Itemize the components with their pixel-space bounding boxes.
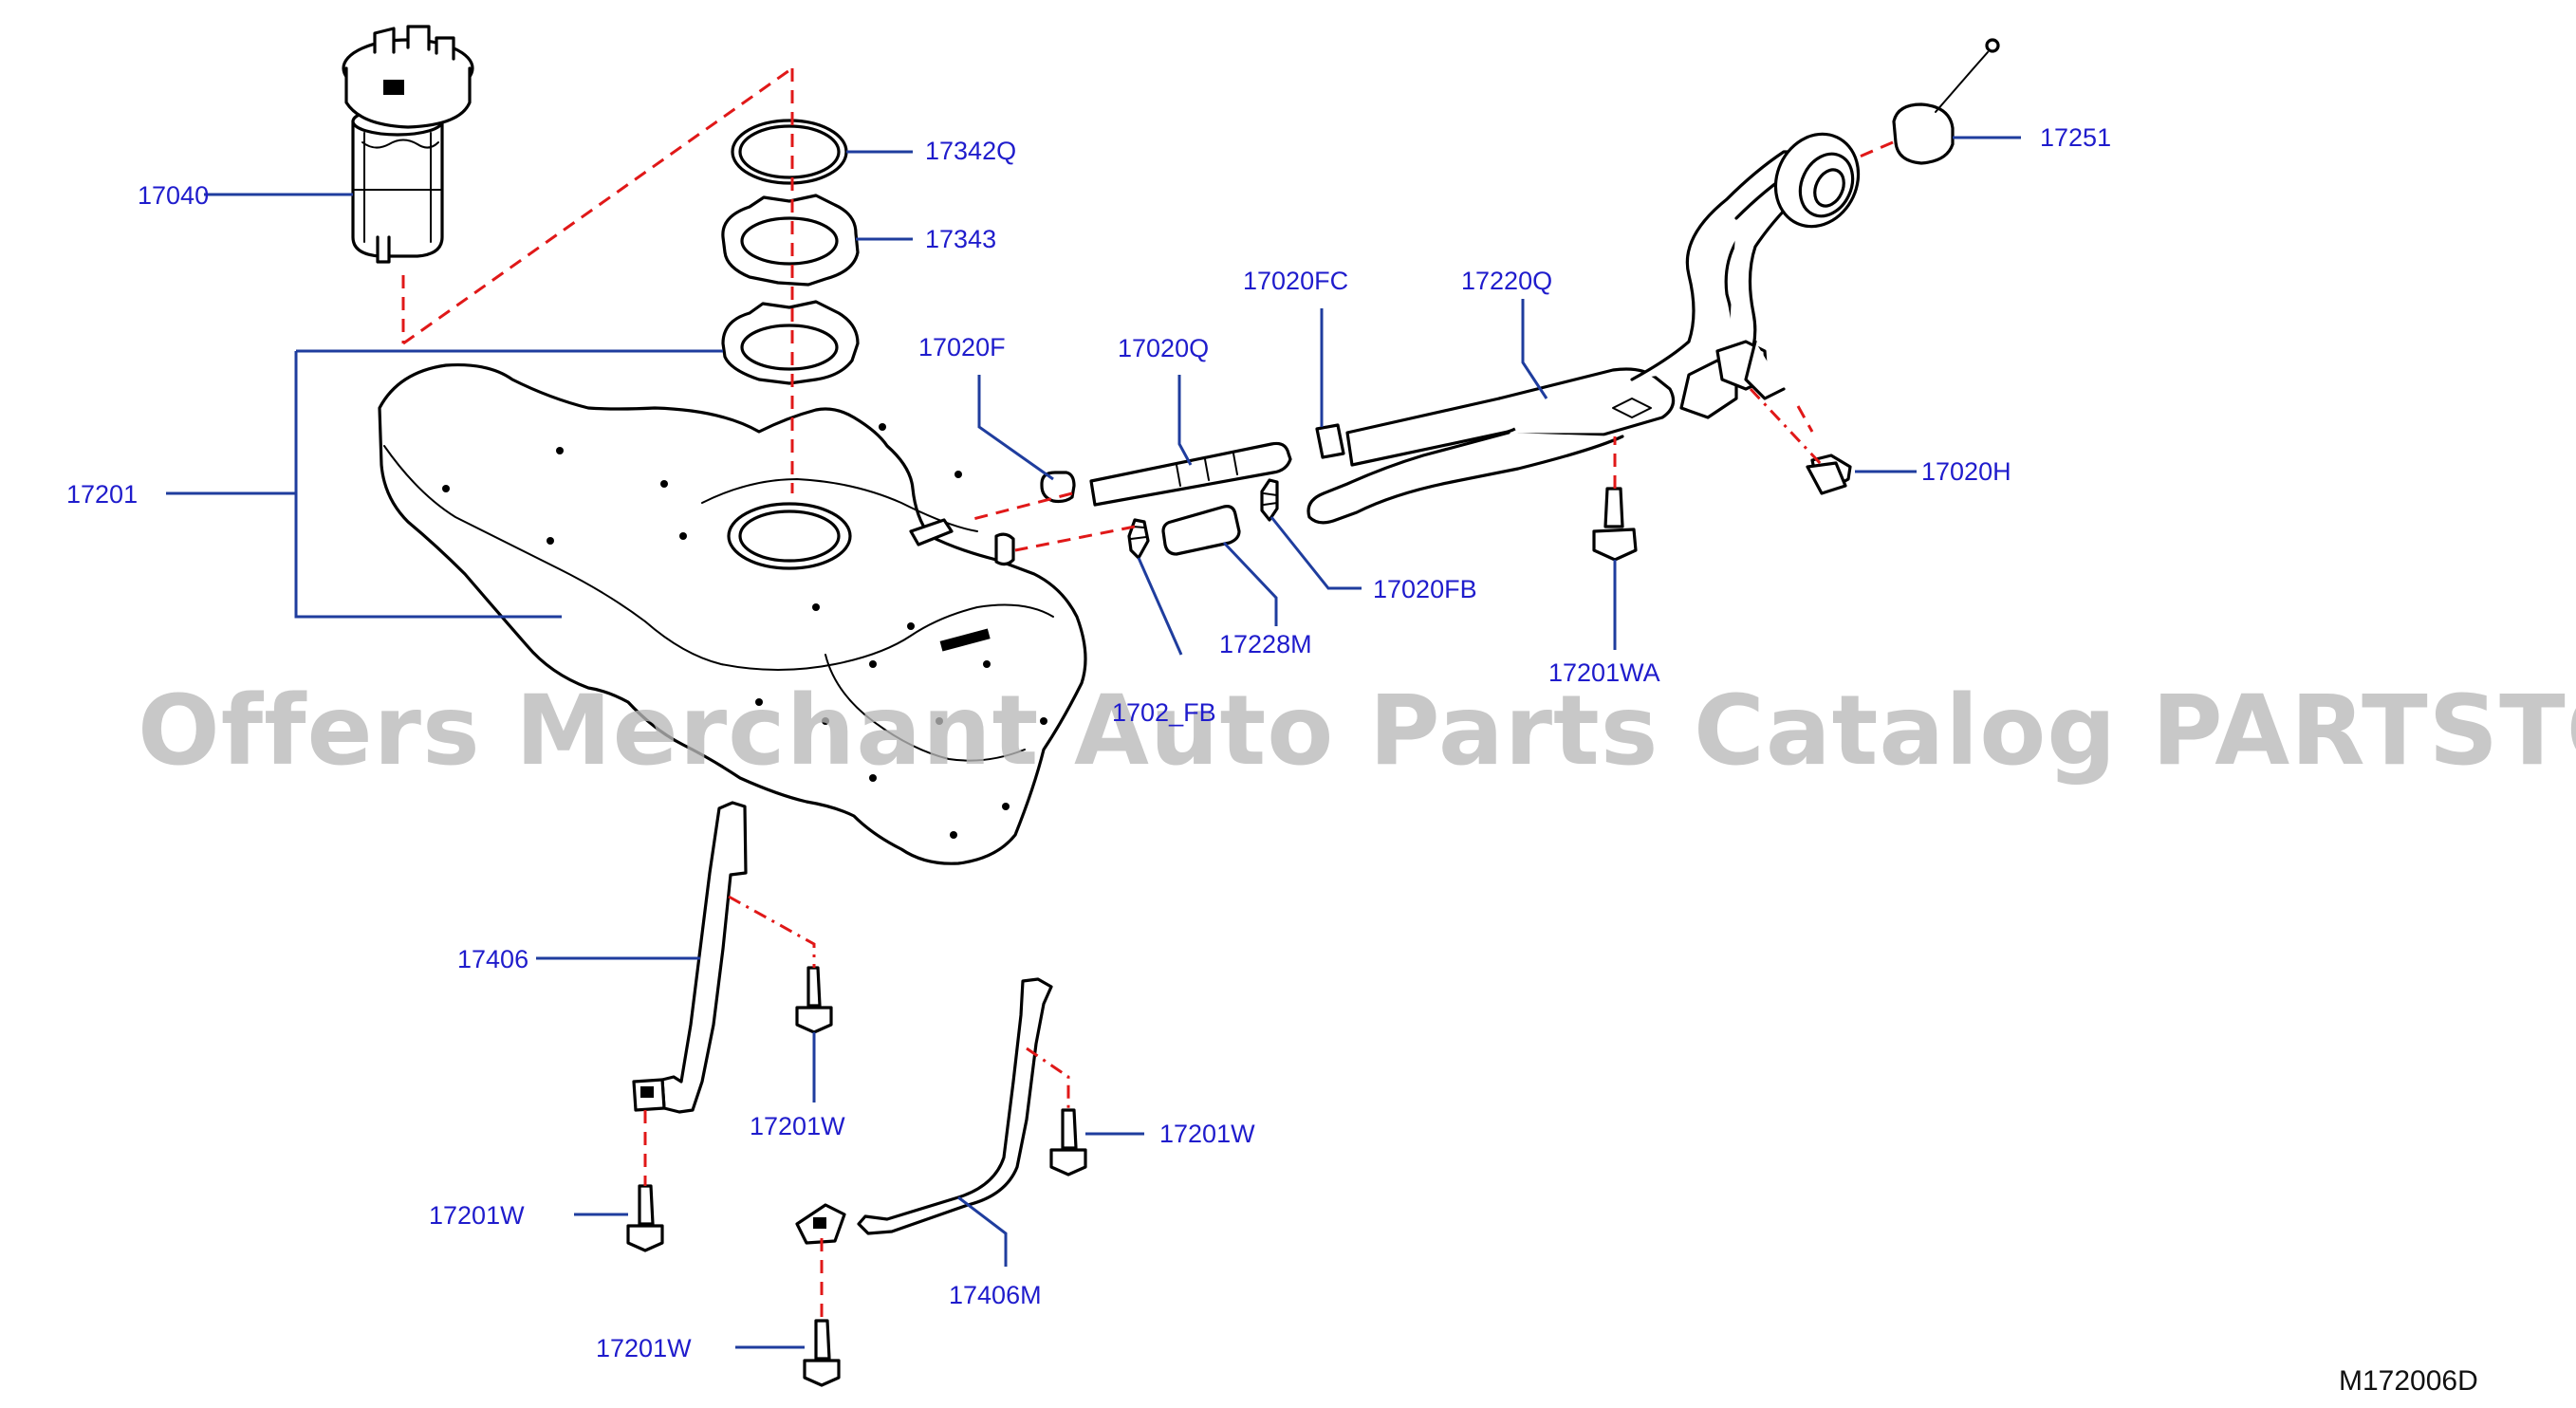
- bolt-17201W-bottom[interactable]: [803, 1319, 841, 1387]
- fuel-pump-module[interactable]: [342, 25, 474, 264]
- seal-ring-o-ring[interactable]: [731, 119, 848, 185]
- tank-strap-17406M[interactable]: [795, 977, 1053, 1245]
- bolt-17201W-left[interactable]: [626, 1184, 664, 1252]
- label-17251[interactable]: 17251: [2040, 123, 2111, 152]
- label-17220Q[interactable]: 17220Q: [1461, 267, 1552, 295]
- tank-strap-17406[interactable]: [632, 801, 748, 1114]
- label-17343[interactable]: 17343: [925, 225, 996, 253]
- alignment-lines: [401, 66, 1894, 1321]
- watermark-text: Offers Merchant Auto Parts Catalog PARTS…: [138, 675, 2576, 787]
- clip-17020H[interactable]: [1806, 454, 1852, 495]
- label-17342Q[interactable]: 17342Q: [925, 137, 1016, 165]
- label-17406M[interactable]: 17406M: [949, 1281, 1042, 1309]
- label-17020FC[interactable]: 17020FC: [1243, 267, 1348, 295]
- diagram-code: M172006D: [2339, 1365, 2478, 1397]
- label-17201W-bottom[interactable]: 17201W: [596, 1334, 692, 1362]
- part-number-labels: 17040 17342Q 17343 17201 17020F 17020Q 1…: [66, 123, 2111, 1362]
- hose-clamp-17020FB-lower[interactable]: [1127, 518, 1150, 560]
- bolt-17201WA[interactable]: [1592, 487, 1638, 562]
- tank-ring-flange[interactable]: [721, 300, 860, 385]
- hose-clamp-17020F[interactable]: [1040, 471, 1076, 504]
- hose-17228M[interactable]: [1161, 505, 1241, 556]
- bolt-17201W-top-left[interactable]: [795, 966, 833, 1034]
- hose-clamp-17020FB[interactable]: [1260, 478, 1279, 522]
- label-17228M[interactable]: 17228M: [1219, 630, 1312, 658]
- bolt-17201W-right[interactable]: [1049, 1108, 1087, 1176]
- label-17201[interactable]: 17201: [66, 480, 138, 509]
- lock-ring-17343[interactable]: [721, 194, 860, 287]
- label-17020F[interactable]: 17020F: [918, 333, 1006, 361]
- label-17201W-top[interactable]: 17201W: [750, 1112, 845, 1140]
- label-17201W-right[interactable]: 17201W: [1159, 1120, 1255, 1148]
- label-17201W-left[interactable]: 17201W: [429, 1201, 525, 1230]
- label-17201WA[interactable]: 17201WA: [1548, 658, 1660, 687]
- leader-lines: [166, 136, 2021, 1349]
- label-17020H[interactable]: 17020H: [1921, 457, 2011, 486]
- filler-pipe-assembly[interactable]: [1089, 120, 1873, 525]
- label-17020FB[interactable]: 17020FB: [1373, 575, 1477, 603]
- label-17020Q[interactable]: 17020Q: [1118, 334, 1209, 362]
- label-17406[interactable]: 17406: [457, 945, 528, 973]
- label-17020FB-obscured[interactable]: 1702_FB: [1112, 698, 1216, 727]
- fuel-tank[interactable]: [378, 362, 1087, 865]
- fuel-filler-cap[interactable]: [1892, 38, 2000, 165]
- label-17040[interactable]: 17040: [138, 181, 209, 210]
